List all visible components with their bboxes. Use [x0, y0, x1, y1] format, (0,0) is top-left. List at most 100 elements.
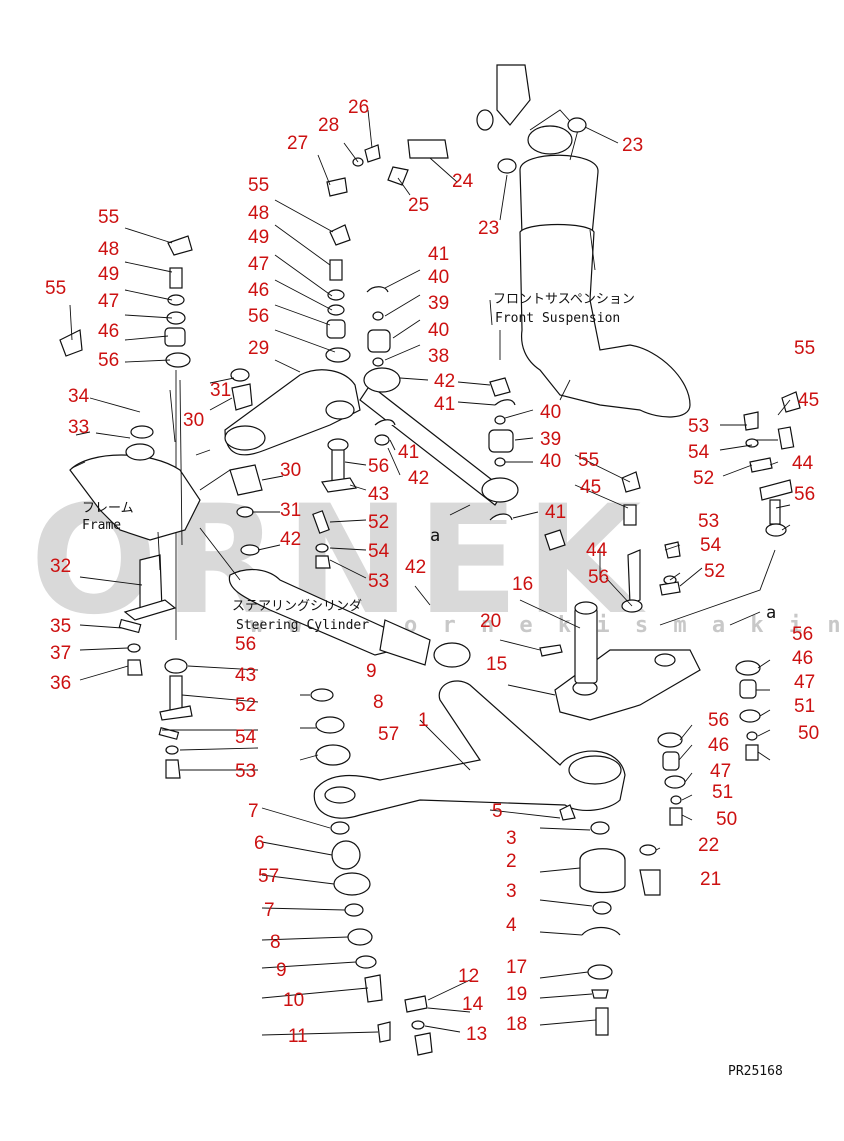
callouts: 26 28 27 24 25 23 23 55 48 49 47 46 56 2…: [45, 97, 819, 1047]
callout: 40: [428, 320, 449, 341]
label-steering-cylinder-jp: ステアリングシリンダ: [232, 599, 362, 614]
callout: 48: [248, 203, 269, 224]
callout: 54: [700, 535, 722, 556]
callout: 55: [248, 175, 269, 196]
callout: 5: [492, 801, 503, 822]
callout: 53: [698, 511, 719, 532]
callout: 55: [45, 278, 66, 299]
callout: 55: [98, 207, 119, 228]
callout: 44: [792, 453, 814, 474]
callout: 41: [398, 442, 419, 463]
callout: 47: [794, 672, 815, 693]
callout: 47: [248, 254, 269, 275]
callout: 56: [792, 624, 813, 645]
callout: 23: [622, 135, 643, 156]
callout: 42: [408, 468, 429, 489]
callout: 9: [366, 661, 377, 682]
callout: 30: [183, 410, 204, 431]
callout: 27: [287, 133, 308, 154]
labels: フロントサスペンション Front Suspension フレーム Frame …: [82, 292, 783, 1079]
callout: 54: [688, 442, 710, 463]
callout: 19: [506, 984, 527, 1005]
callout: 8: [373, 692, 384, 713]
callout: 55: [578, 450, 599, 471]
callout: 41: [545, 502, 566, 523]
callout: 42: [434, 371, 455, 392]
callout: 57: [258, 866, 279, 887]
callout: 50: [798, 723, 819, 744]
callout: 37: [50, 643, 71, 664]
callout: 31: [210, 380, 231, 401]
callout: 42: [405, 557, 426, 578]
callout: 51: [712, 782, 733, 803]
callout: 13: [466, 1024, 487, 1045]
callout: 43: [235, 665, 256, 686]
callout: 34: [68, 386, 90, 407]
line-art: [59, 64, 801, 1056]
callout: 56: [98, 350, 119, 371]
callout: 51: [794, 696, 815, 717]
callout: 17: [506, 957, 527, 978]
callout: 38: [428, 346, 449, 367]
callout: 31: [280, 500, 301, 521]
callout: 7: [248, 801, 259, 822]
label-steering-cylinder-en: Steering Cylinder: [236, 618, 369, 633]
callout: 56: [368, 456, 389, 477]
callout: 9: [276, 960, 287, 981]
callout: 6: [254, 833, 265, 854]
callout: 48: [98, 239, 119, 260]
callout: 45: [580, 477, 601, 498]
callout: 52: [693, 468, 714, 489]
callout: 45: [798, 390, 819, 411]
callout: 40: [428, 267, 449, 288]
callout: 44: [586, 540, 608, 561]
callout: 49: [98, 264, 119, 285]
callout: 11: [288, 1026, 308, 1047]
callout: 56: [794, 484, 815, 505]
callout: 2: [506, 851, 517, 872]
callout: 41: [428, 244, 449, 265]
callout: 39: [540, 429, 561, 450]
callout: 36: [50, 673, 71, 694]
callout: 46: [708, 735, 729, 756]
callout: 53: [235, 761, 256, 782]
ref-a-left: a: [430, 526, 440, 546]
label-front-suspension-jp: フロントサスペンション: [493, 292, 635, 307]
callout: 7: [264, 900, 275, 921]
callout: 54: [368, 541, 390, 562]
callout: 52: [368, 512, 389, 533]
callout: 35: [50, 616, 71, 637]
callout: 23: [478, 218, 499, 239]
callout: 4: [506, 915, 517, 936]
callout: 46: [98, 321, 119, 342]
callout: 49: [248, 227, 269, 248]
callout: 25: [408, 195, 429, 216]
callout: 21: [700, 869, 721, 890]
callout: 56: [708, 710, 729, 731]
callout: 54: [235, 727, 257, 748]
callout: 56: [588, 567, 609, 588]
callout: 3: [506, 828, 517, 849]
callout: 40: [540, 451, 561, 472]
label-front-suspension-en: Front Suspension: [495, 311, 620, 326]
callout: 39: [428, 293, 449, 314]
ref-a-right: a: [766, 603, 776, 623]
label-frame-jp: フレーム: [82, 501, 134, 516]
callout: 3: [506, 881, 517, 902]
callout: 53: [688, 416, 709, 437]
callout: 30: [280, 460, 301, 481]
callout: 43: [368, 484, 389, 505]
callout: 52: [235, 695, 256, 716]
callout: 57: [378, 724, 399, 745]
label-frame-en: Frame: [82, 518, 121, 533]
callout: 42: [280, 529, 301, 550]
callout: 32: [50, 556, 71, 577]
callout: 50: [716, 809, 737, 830]
callout: 12: [458, 966, 479, 987]
callout: 29: [248, 338, 269, 359]
callout: 18: [506, 1014, 527, 1035]
callout: 1: [418, 710, 429, 731]
callout: 10: [283, 990, 304, 1011]
callout: 15: [486, 654, 507, 675]
